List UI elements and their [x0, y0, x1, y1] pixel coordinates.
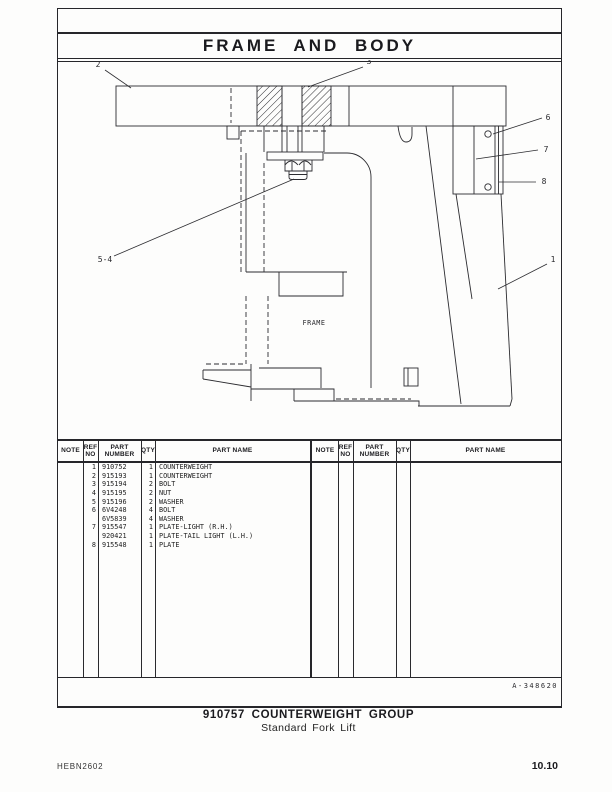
header-part-name: PART NAME	[465, 447, 506, 455]
page-title: FRAME AND BODY	[202, 36, 417, 55]
cell-ref: 6	[91, 506, 96, 515]
cell-part-name: PLATE-TAIL LIGHT (L.H.)	[159, 532, 254, 541]
table-header-right: NOTE REF NO PART NUMBER QTY PART NAME	[312, 441, 561, 463]
cell-ref: 1	[91, 463, 96, 472]
table-header-left: NOTE REF NO PART NUMBER QTY PART NAME	[58, 441, 310, 463]
column-divider	[98, 441, 99, 677]
cell-part-number: 915547	[102, 523, 127, 532]
cell-qty: 1	[148, 463, 153, 472]
header-note: NOTE	[61, 447, 80, 455]
cell-qty: 2	[148, 480, 153, 489]
cell-qty: 2	[148, 489, 153, 498]
cell-part-name: PLATE-LIGHT (R.H.)	[159, 523, 233, 532]
cell-part-name: PLATE	[159, 540, 180, 549]
cell-qty: 1	[148, 523, 153, 532]
hidden-outline-drawing	[206, 130, 411, 400]
table-row: 1 910752 1 COUNTERWEIGHT	[58, 463, 310, 472]
table-row: 8 915548 1 PLATE	[58, 540, 310, 549]
header-part-number: PART NUMBER	[359, 443, 390, 458]
cell-part-number: 920421	[102, 532, 127, 541]
cell-part-number: 915193	[102, 471, 127, 480]
cell-qty: 2	[148, 497, 153, 506]
cell-qty: 1	[148, 540, 153, 549]
table-row: 2 915193 1 COUNTERWEIGHT	[58, 472, 310, 481]
leader-lines	[104, 66, 548, 290]
table-row: 920421 1 PLATE-TAIL LIGHT (L.H.)	[58, 532, 310, 541]
cell-part-number: 910752	[102, 463, 127, 472]
callout-8: 8	[542, 177, 547, 186]
cell-part-number: 6V4248	[102, 506, 127, 515]
cell-ref: 7	[91, 523, 96, 532]
brace-drawing	[418, 125, 513, 407]
light-plate-drawing	[452, 125, 504, 195]
cell-part-name: WASHER	[159, 514, 184, 523]
table-row: 3 915194 2 BOLT	[58, 480, 310, 489]
parts-diagram: 2 3 6 7 8 1 5-4 FRAME	[96, 60, 556, 407]
cell-ref: 2	[91, 471, 96, 480]
header-ref-no: REF NO	[83, 443, 98, 458]
header-note: NOTE	[315, 447, 335, 455]
cell-qty: 1	[148, 532, 153, 541]
group-title: 910757 COUNTERWEIGHT GROUP	[202, 709, 415, 721]
column-divider	[155, 441, 156, 677]
header-ref-no: REF NO	[338, 443, 353, 458]
header-qty: QTY	[396, 447, 410, 455]
table-row: 5 915196 2 WASHER	[58, 497, 310, 506]
callout-6: 6	[546, 113, 551, 122]
frame-profile-drawing	[202, 152, 420, 406]
cell-ref: 8	[91, 540, 96, 549]
table-row: 6 6V4248 4 BOLT	[58, 506, 310, 515]
cell-part-name: WASHER	[159, 497, 184, 506]
cell-part-number: 915196	[102, 497, 127, 506]
cell-ref: 4	[91, 489, 96, 498]
cell-ref: 3	[91, 480, 96, 489]
cell-ref: 5	[91, 497, 96, 506]
cell-part-number: 915548	[102, 540, 127, 549]
callout-3: 3	[367, 60, 372, 66]
table-row: 7 915547 1 PLATE-LIGHT (R.H.)	[58, 523, 310, 532]
callout-5-4: 5-4	[98, 255, 113, 264]
parts-table-left: NOTE REF NO PART NUMBER QTY PART NAME 1 …	[58, 441, 310, 677]
cell-part-number: 6V5839	[102, 514, 127, 523]
column-divider	[353, 441, 354, 677]
header-part-name: PART NAME	[212, 447, 253, 455]
page-number: 10.10	[531, 760, 558, 772]
cell-part-name: NUT	[159, 489, 172, 498]
header-part-number: PART NUMBER	[104, 443, 135, 458]
parts-table: NOTE REF NO PART NUMBER QTY PART NAME 1 …	[58, 439, 561, 678]
table-row: 4 915195 2 NUT	[58, 489, 310, 498]
cell-part-name: COUNTERWEIGHT	[159, 463, 213, 472]
frame-label: FRAME	[303, 319, 326, 327]
bolt-nut-drawing	[263, 86, 325, 180]
drawing-reference: A-348620	[512, 682, 558, 690]
cell-qty: 4	[148, 514, 153, 523]
group-subtitle: Standard Fork Lift	[261, 722, 356, 734]
cell-part-name: COUNTERWEIGHT	[159, 471, 213, 480]
column-divider	[410, 441, 411, 677]
header-qty: QTY	[141, 447, 155, 455]
page-border: FRAME AND BODY	[57, 8, 562, 708]
callout-1: 1	[551, 255, 556, 264]
parts-table-right: NOTE REF NO PART NUMBER QTY PART NAME	[310, 441, 561, 677]
counterweight-bar-drawing	[115, 85, 507, 143]
column-divider	[338, 441, 339, 677]
cell-part-name: BOLT	[159, 506, 176, 515]
cell-part-number: 915195	[102, 489, 127, 498]
cell-part-number: 915194	[102, 480, 127, 489]
callout-2: 2	[96, 60, 101, 69]
column-divider	[83, 441, 84, 677]
column-divider	[396, 441, 397, 677]
callout-7: 7	[544, 145, 549, 154]
document-code: HEBN2602	[57, 762, 104, 771]
cell-part-name: BOLT	[159, 480, 176, 489]
column-divider	[141, 441, 142, 677]
table-body-left: 1 910752 1 COUNTERWEIGHT 2 915193 1 COUN…	[58, 463, 310, 549]
page-title-band: FRAME AND BODY	[58, 32, 561, 62]
table-row: 6V5839 4 WASHER	[58, 515, 310, 524]
cell-qty: 1	[148, 471, 153, 480]
cell-qty: 4	[148, 506, 153, 515]
